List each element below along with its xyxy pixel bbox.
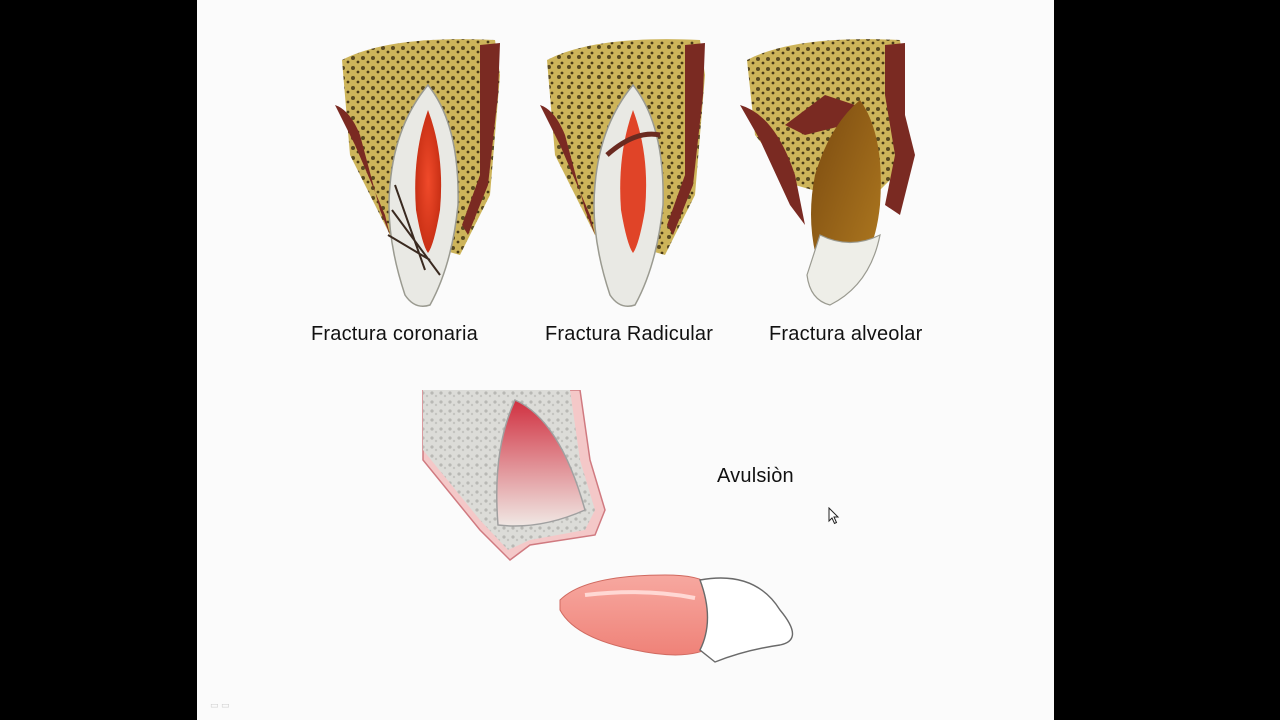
caption-alveolar-fracture: Fractura alveolar xyxy=(769,323,923,345)
coronal-fracture-illustration xyxy=(335,39,500,307)
avulsed-tooth-illustration xyxy=(559,574,794,663)
alveolar-fracture-illustration xyxy=(740,39,915,306)
slideshow-controls-icon[interactable]: ▭ ▭ xyxy=(210,700,230,710)
caption-coronal-fracture: Fractura coronaria xyxy=(311,323,478,345)
caption-avulsion: Avulsiòn xyxy=(717,465,794,487)
radicular-fracture-illustration xyxy=(540,39,705,307)
caption-radicular-fracture: Fractura Radicular xyxy=(545,323,714,345)
avulsion-socket-illustration xyxy=(422,390,606,561)
mouse-pointer-icon xyxy=(828,507,840,525)
